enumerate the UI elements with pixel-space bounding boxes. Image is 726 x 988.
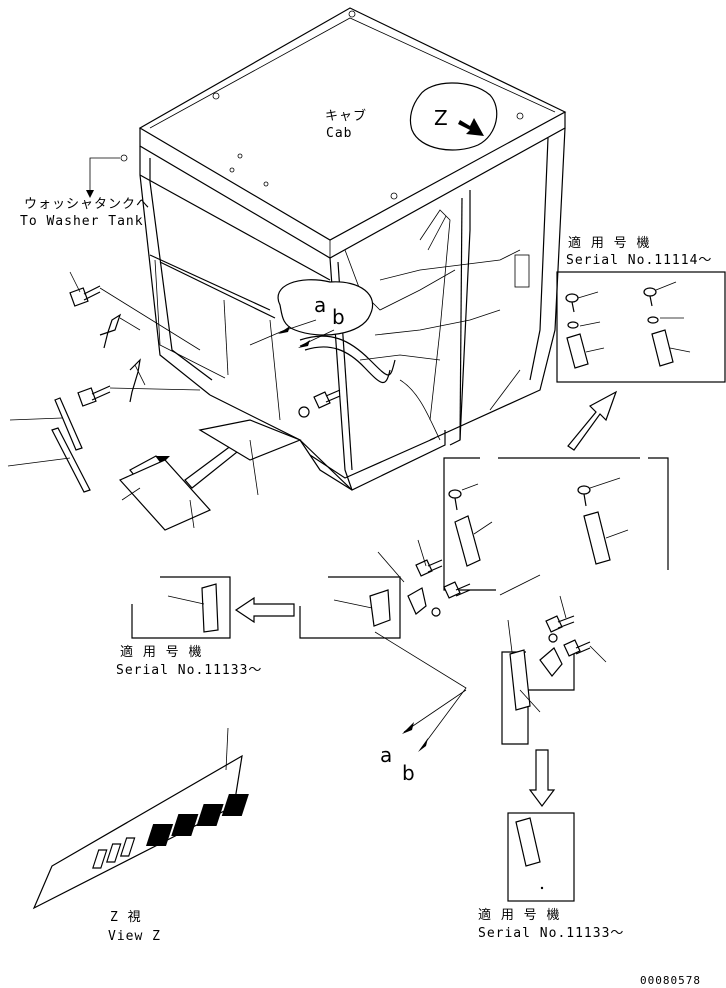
drawing-number: 00080578 [640,974,701,987]
inset-serial-11133-left [131,576,231,639]
serial-label-en-2: Serial No.11133～ [116,663,262,678]
view-label-jp: Z 視 [110,910,142,925]
inset-serial-11114 [556,271,726,383]
washer-label-en: To Washer Tank [20,214,144,229]
clip [129,358,141,403]
washer-hose [299,335,396,376]
bracket [99,313,122,349]
decal-sticker [32,754,243,910]
inset-box [556,271,726,383]
view-label-en: View Z [108,929,161,944]
ab-leader [374,631,467,751]
cab-label-jp: キャブ [325,108,367,124]
cab-rear-right-pillar [429,127,566,441]
ref-b-bottom: b [402,761,415,785]
latch-bracket [539,647,563,677]
serial-label-jp-1: 適 用 号 機 [568,235,650,251]
serial-label-jp-3: 適 用 号 機 [478,907,560,923]
cab-assembly [120,7,567,491]
wiper-blade [51,397,91,493]
rivet-icon [565,293,579,313]
cab-left-front-pillar [139,146,211,396]
cushion-pad [566,333,589,369]
cab-label-en: Cab [326,126,352,141]
rivet-icon [577,485,591,507]
view-direction-arrow-icon [458,118,484,136]
washer-leader [89,157,120,190]
nozzle-bracket [119,459,211,531]
latch-bracket [407,587,427,615]
cushion-pad [454,515,481,567]
serial-label-en-1: Serial No.11114～ [566,253,712,268]
latch-plate [509,649,531,711]
cab-floor-frame [299,430,446,491]
latch-plate [515,817,541,867]
hollow-arrow-icon [567,390,618,451]
callout-z-letter: Z [434,106,448,130]
pad-detail-box [443,457,669,591]
ref-b-top: b [332,305,345,329]
left-hardware-group [7,271,341,531]
inset-box [507,812,575,902]
latch-plate [201,583,219,633]
bolt-icon [443,581,471,599]
latch-plate [369,589,391,627]
serial-label-jp-2: 適 用 号 機 [120,644,202,660]
bolt-icon [563,639,591,657]
rivet-icon [448,489,462,511]
view-z-decal [32,727,249,910]
right-latch-assembly [501,595,607,745]
bolt-icon [415,559,443,577]
bolt-icon [545,615,575,633]
serial-label-en-3: Serial No.11133～ [478,926,624,941]
cushion-pad [583,511,611,565]
bolt-icon [313,389,341,409]
cab-roof [138,7,567,241]
cushion-pad [651,329,674,367]
hollow-arrow-left-icon [234,596,295,624]
ref-a-bottom: a [380,743,392,767]
view-z-callout: Z [409,82,498,151]
ref-a-top: a [314,293,326,317]
inset-serial-11133-right [507,812,575,902]
latch-detail-box [299,539,471,639]
bolt-icon [77,385,111,407]
washer-label-jp: ウォッシャタンクへ [24,197,150,212]
hollow-arrow-down-icon [528,749,556,807]
rivet-icon [643,287,657,307]
bolt-icon [69,285,101,307]
